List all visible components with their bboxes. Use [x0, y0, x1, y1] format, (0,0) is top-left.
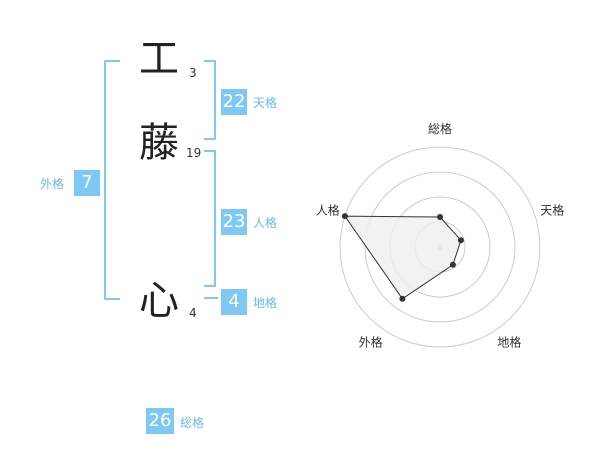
- name-char-2: 藤: [139, 120, 179, 166]
- jinkaku-value: 23: [221, 209, 247, 235]
- gaikaku-label: 外格: [40, 177, 65, 191]
- chikaku-bracket: [204, 297, 218, 299]
- stroke-count-3: 4: [189, 306, 197, 320]
- jinkaku-label: 人格: [253, 216, 278, 230]
- radar-axis-label-4: 外格: [359, 334, 383, 349]
- chikaku-label: 地格: [253, 296, 278, 310]
- radar-point-2: [457, 237, 464, 244]
- radar-axis-label-5: 人格: [316, 203, 340, 218]
- jinkaku-bracket: [204, 150, 216, 287]
- chikaku-value: 4: [221, 289, 247, 315]
- name-char-3: 心: [139, 278, 179, 324]
- radar-axis-label-3: 地格: [497, 334, 521, 349]
- name-char-1: 工: [139, 36, 179, 82]
- radar-point-3: [449, 261, 456, 268]
- soukaku-value: 26: [146, 408, 174, 434]
- tenkaku-value: 22: [221, 89, 247, 115]
- radar-area: [343, 215, 462, 300]
- gaikaku-value: 7: [74, 170, 100, 196]
- radar-ring: [364, 171, 516, 323]
- soukaku-label: 総格: [180, 416, 205, 430]
- gaikaku-bracket: [104, 60, 120, 300]
- tenkaku-label: 天格: [253, 96, 278, 110]
- radar-point-1: [437, 214, 443, 220]
- tenkaku-bracket: [204, 60, 216, 140]
- radar-point-4: [399, 295, 406, 302]
- radar-point-5: [341, 213, 348, 220]
- radar-axis-label-1: 総格: [428, 121, 452, 136]
- stroke-count-2: 19: [186, 146, 202, 160]
- radar-ring: [339, 146, 541, 348]
- stroke-count-1: 3: [189, 66, 197, 80]
- radar-axis-label-2: 天格: [540, 203, 564, 218]
